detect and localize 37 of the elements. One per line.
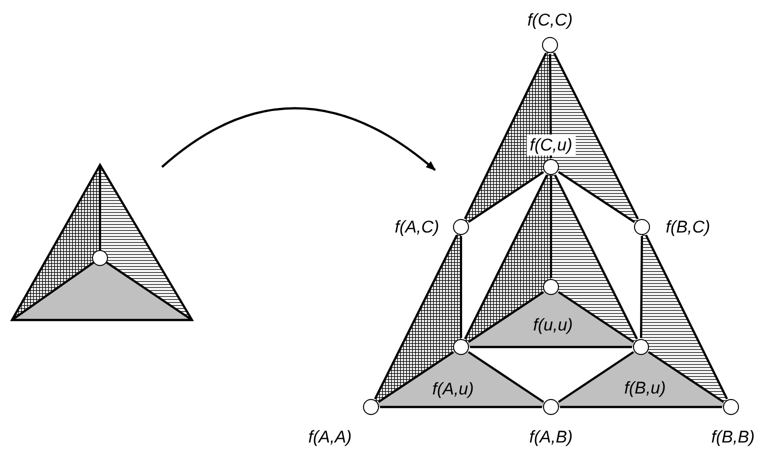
vertex-circle	[363, 399, 379, 415]
vertex-circle	[542, 37, 558, 53]
edge-line	[645, 234, 728, 400]
vertex-label: f(A,B)	[529, 428, 573, 446]
edge-line	[558, 171, 636, 223]
vertex-label: f(B,u)	[624, 380, 666, 396]
edge-line	[460, 236, 462, 338]
edge-line	[550, 176, 552, 278]
vertex-circle	[723, 399, 739, 415]
vertex-label: f(A,u)	[432, 380, 474, 398]
edge-line	[464, 174, 548, 340]
edge-line	[464, 52, 548, 220]
edge-line	[374, 234, 458, 400]
edge-line	[468, 171, 544, 223]
edge-line	[558, 351, 634, 403]
edge-line	[558, 291, 634, 343]
edge-line	[553, 52, 639, 220]
vertex-label: f(B,C)	[666, 218, 710, 236]
edge-line	[648, 351, 724, 403]
curved-arrow	[161, 107, 436, 171]
vertex-circle	[634, 219, 650, 235]
vertex-label: f(B,B)	[711, 428, 755, 446]
vertex-label: f(C,C)	[527, 12, 573, 28]
vertex-circle	[543, 399, 559, 415]
vertex-label: f(C,u)	[526, 134, 576, 156]
vertex-circle	[453, 219, 469, 235]
edge-line	[468, 351, 544, 403]
edge-line	[468, 291, 544, 343]
edge-line	[380, 406, 542, 408]
vertex-label: f(u,u)	[533, 316, 573, 334]
vertex-label: f(A,C)	[394, 218, 440, 236]
edge-line	[378, 351, 454, 403]
edge-line	[470, 346, 632, 348]
edge-line	[640, 236, 644, 338]
edge-line	[560, 406, 722, 408]
vertex-label: f(A,A)	[308, 428, 352, 446]
edge-line	[554, 174, 638, 340]
